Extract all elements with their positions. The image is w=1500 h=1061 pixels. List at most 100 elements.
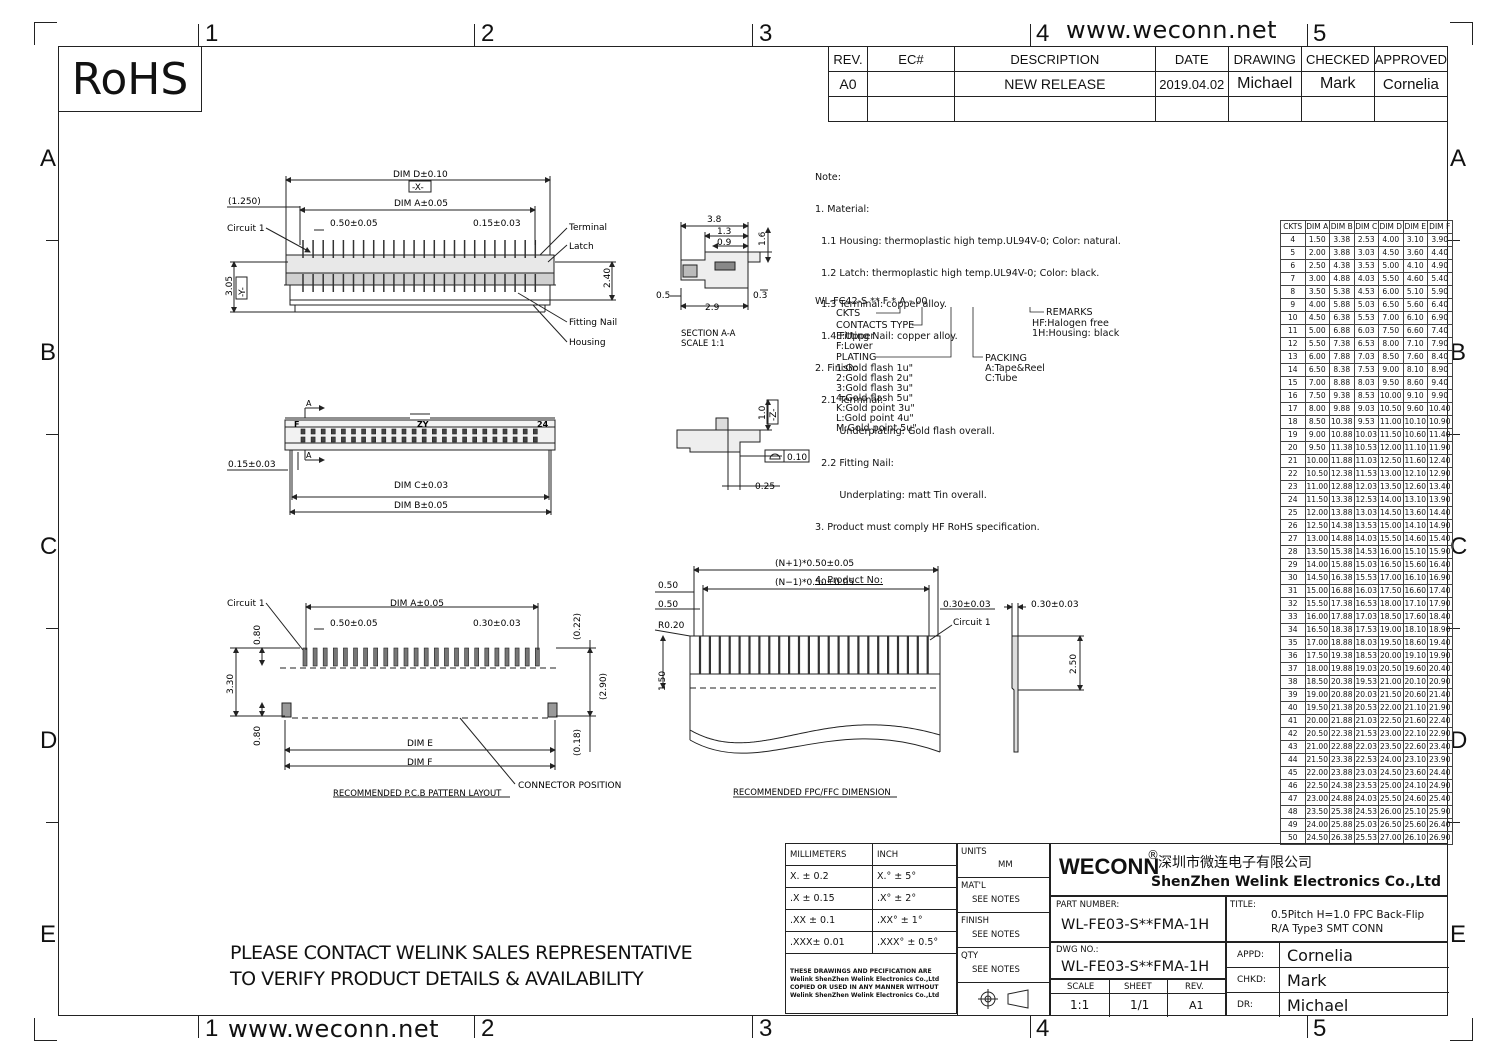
- np1-label: (N+1)*0.50±0.05: [775, 559, 854, 569]
- x-datum: -X-: [412, 183, 424, 193]
- col-2-top: 2: [481, 20, 495, 47]
- dim-a-pcb-label: DIM A±0.05: [390, 599, 444, 609]
- checked-value: Mark: [1300, 71, 1375, 97]
- title-line-1: 0.5Pitch H=1.0 FPC Back-Flip: [1271, 909, 1425, 921]
- front-pin: [522, 436, 528, 443]
- packing-label: PACKING: [985, 353, 1027, 364]
- connector-position-label: CONNECTOR POSITION: [518, 781, 621, 791]
- pcb-pad: [474, 647, 480, 667]
- connector-front-view: [227, 405, 556, 515]
- front-pin: [401, 436, 407, 443]
- contacts-type-f: F:Lower: [836, 341, 873, 352]
- circuit1-fpc-label: Circuit 1: [953, 618, 991, 628]
- front-pin: [330, 436, 336, 443]
- dim-cell: 5.90: [1427, 285, 1453, 299]
- zy-mark: ZY: [417, 420, 429, 429]
- dim-cell: 9.40: [1427, 376, 1453, 390]
- front-pin: [532, 436, 538, 443]
- pcb-pad: [464, 647, 469, 667]
- scale-header: SCALE: [1067, 982, 1095, 992]
- part-number-cell: PART NUMBER: WL-FE03-S**FMA-1H: [1050, 896, 1226, 942]
- tol-mm: X. ± 0.2: [785, 865, 873, 888]
- front-pin: [492, 436, 498, 443]
- pcb-pattern: [230, 602, 596, 798]
- packing-c: C:Tube: [985, 373, 1018, 384]
- dim-cell: 8.90: [1427, 363, 1453, 377]
- note-line: 1.4 Fitting Nail: copper alloy.: [815, 331, 958, 343]
- front-pin: [351, 436, 356, 443]
- corner-mark-tl: [34, 22, 57, 45]
- row-d-right: D: [1450, 727, 1468, 754]
- plating-l: L:Gold point 4u": [836, 413, 914, 424]
- tol-inch: .XXX° ± 0.5°: [872, 931, 957, 954]
- d250-label: 2.50: [1069, 654, 1079, 674]
- pcb-pad: [383, 647, 389, 667]
- front-pin: [371, 428, 377, 435]
- r020-label: R0.20: [658, 621, 685, 631]
- url-bottom[interactable]: www.weconn.net: [228, 1015, 440, 1043]
- tol-mm: .X ± 0.15: [785, 887, 873, 910]
- matl-label: MAT'L: [961, 881, 986, 891]
- pcb-pad: [332, 647, 338, 667]
- front-pin: [361, 436, 366, 443]
- units-label: UNITS: [961, 847, 987, 857]
- section-view: [670, 222, 772, 310]
- front-pin: [341, 428, 346, 435]
- remarks-hf: HF:Halogen free: [1032, 318, 1109, 329]
- pcb-pad: [312, 647, 318, 667]
- rohs-badge: RoHS: [58, 46, 202, 112]
- p030-side-label: 0.30±0.03: [1031, 600, 1079, 610]
- finish-value: SEE NOTES: [972, 930, 1020, 940]
- col-4-bottom: 4: [1036, 1015, 1050, 1042]
- brand: WECONN: [1059, 854, 1160, 879]
- fitting-nail-label: Fitting Nail: [569, 318, 617, 328]
- front-pin: [431, 436, 437, 443]
- d022-label: (0.22): [573, 613, 583, 640]
- dr-label: DR:: [1237, 1000, 1253, 1010]
- d240-label: 2.40: [603, 268, 613, 288]
- pcb-pad: [423, 647, 429, 667]
- front-pin: [482, 436, 488, 443]
- dim-c-label: DIM C±0.03: [394, 481, 448, 491]
- dim-cell: 4.90: [1427, 259, 1453, 273]
- d290-label: (2.90): [599, 673, 609, 700]
- dim-cell: 12.90: [1427, 467, 1453, 481]
- front-pin: [341, 436, 346, 443]
- front-pin: [351, 428, 356, 435]
- housing-label: Housing: [569, 338, 606, 348]
- qty-label: QTY: [961, 951, 979, 961]
- row-a-left: A: [40, 145, 57, 172]
- terminal-label: Terminal: [568, 223, 607, 233]
- front-pin: [492, 428, 498, 435]
- ckts-label: CKTS: [836, 308, 861, 319]
- contact-line-1: PLEASE CONTACT WELINK SALES REPRESENTATI…: [230, 942, 693, 964]
- revision-table: REV. EC# DESCRIPTION DATE DRAWING CHECKE…: [828, 46, 1449, 122]
- corner-mark-bl: [34, 1018, 57, 1041]
- finish-label: FINISH: [961, 916, 990, 926]
- url-top[interactable]: www.weconn.net: [1066, 16, 1278, 44]
- plating-m: M:Gold point 5u": [836, 423, 917, 434]
- pcb-pad: [514, 647, 520, 667]
- pitch-pcb-label: 0.50±0.05: [330, 619, 378, 629]
- d025-label: 0.25: [755, 482, 775, 492]
- d050-top-label: 0.50: [658, 581, 678, 591]
- pcb-pad: [534, 647, 540, 667]
- front-pin: [462, 436, 467, 443]
- front-pin: [472, 428, 478, 435]
- front-pin: [401, 428, 407, 435]
- date-value: 2019.04.02: [1154, 71, 1229, 97]
- d05-label: 0.5: [656, 291, 670, 301]
- front-pin: [482, 428, 488, 435]
- pcb-pad: [494, 647, 500, 667]
- note-line: 2. Finish:: [815, 362, 858, 374]
